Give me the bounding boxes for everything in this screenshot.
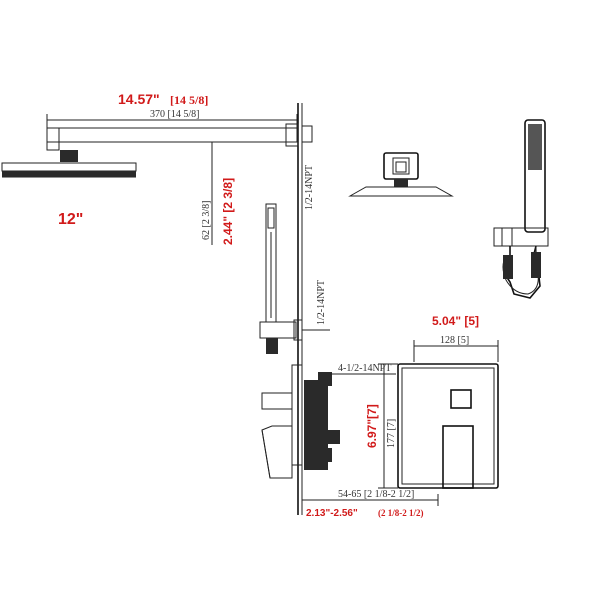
handheld-shower-front: [493, 119, 549, 299]
arm-total-red-label: 14.57": [118, 91, 160, 107]
valve-body-side: [261, 364, 340, 479]
plate-height-red: 6.97"[7]: [365, 404, 379, 448]
depth-red-frac: (2 1/8-2 1/2): [378, 508, 424, 518]
plate-height-black: 177 [7]: [386, 419, 397, 448]
npt-valve-label: 4-1/2-14NPT: [338, 363, 391, 374]
drop-black-label: 62 [2 3/8]: [201, 201, 212, 240]
rain-shower-head-side: [1, 162, 137, 178]
plate-width-red: 5.04" [5]: [432, 314, 479, 328]
depth-black-label: 54-65 [2 1/8-2 1/2]: [338, 489, 414, 500]
arm-total-red-frac: [14 5/8]: [170, 93, 208, 107]
arm-wall-fitting: [301, 125, 313, 143]
plate-width-black: 128 [5]: [440, 335, 469, 346]
drop-red-label: 2.44" [2 3/8]: [221, 178, 235, 245]
rain-shower-head-front: [348, 152, 454, 197]
npt-top-label: 1/2-14NPT: [304, 165, 315, 210]
head-size-label: 12": [58, 211, 83, 228]
arm-length-label: 370 [14 5/8]: [150, 109, 199, 120]
shower-arm: [46, 123, 299, 162]
hand-shower-side: [259, 203, 303, 354]
depth-red-label: 2.13"-2.56": [306, 508, 358, 519]
npt-mid-label: 1/2-14NPT: [316, 280, 327, 325]
trim-plate-front: [397, 363, 499, 489]
